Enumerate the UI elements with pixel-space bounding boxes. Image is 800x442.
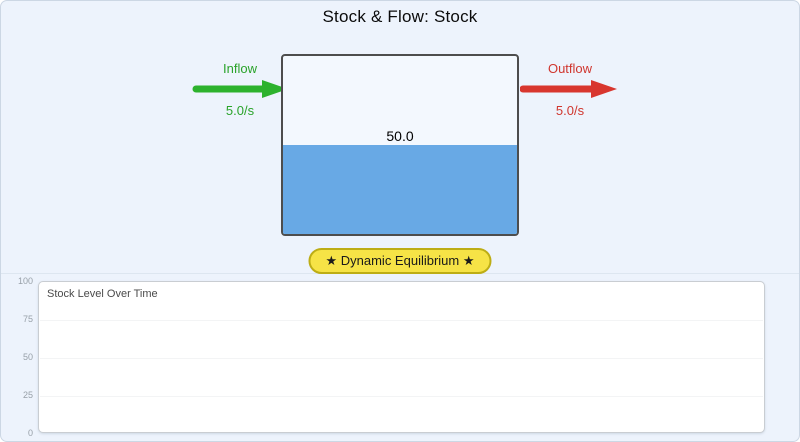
stock-tank: 50.0	[281, 54, 519, 236]
y-tick-100: 100	[17, 276, 33, 286]
tank-water	[283, 145, 517, 234]
gridline-25	[40, 396, 763, 397]
outflow-group: Outflow 5.0/s	[518, 61, 622, 118]
outflow-label: Outflow	[547, 61, 593, 76]
y-tick-0: 0	[27, 428, 33, 438]
inflow-rate: 5.0/s	[225, 103, 255, 118]
inflow-arrow-icon	[192, 80, 288, 98]
status-badge: ★ Dynamic Equilibrium ★	[308, 248, 492, 274]
stock-level-label: 50.0	[386, 128, 414, 144]
gridline-50	[40, 358, 763, 359]
y-tick-25: 25	[22, 390, 33, 400]
y-tick-75: 75	[22, 314, 33, 324]
outflow-rate: 5.0/s	[555, 103, 585, 118]
inflow-label: Inflow	[223, 61, 257, 76]
y-tick-50: 50	[22, 352, 33, 362]
stock-level-chart: Stock Level Over Time	[38, 281, 765, 433]
page-title: Stock & Flow: Stock	[322, 7, 478, 26]
gridline-75	[40, 320, 763, 321]
chart-title: Stock Level Over Time	[47, 288, 158, 300]
outflow-arrow-icon	[520, 80, 617, 98]
inflow-group: Inflow 5.0/s	[188, 61, 292, 118]
